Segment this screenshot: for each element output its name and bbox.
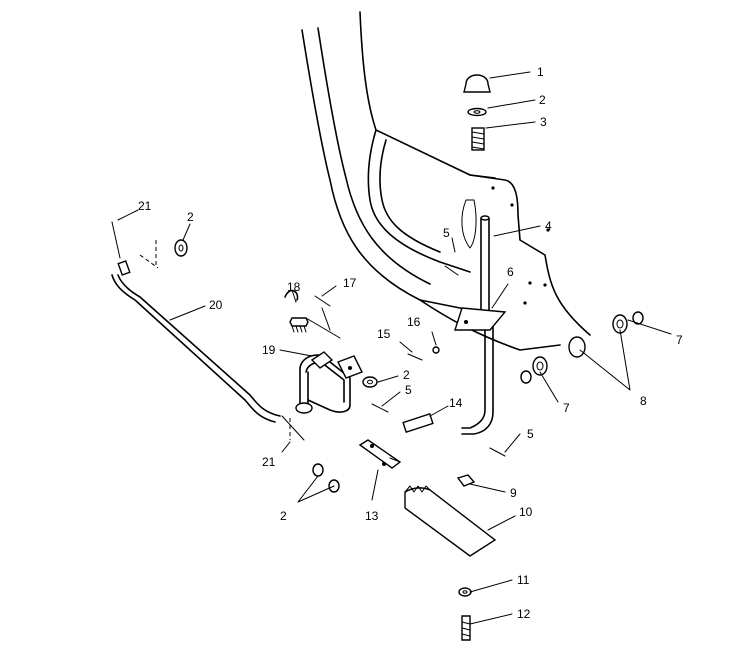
pedal-assembly <box>312 439 497 641</box>
callout-11: 11 <box>517 573 530 587</box>
callout-2: 2 <box>187 210 194 224</box>
callout-6: 6 <box>507 265 514 279</box>
callout-9: 9 <box>510 486 517 500</box>
callout-4: 4 <box>545 219 552 233</box>
callout-12: 12 <box>517 607 531 621</box>
callout-19: 19 <box>262 343 276 357</box>
frame-panel <box>301 11 591 351</box>
callout-17: 17 <box>343 276 357 290</box>
callout-20: 20 <box>209 298 223 312</box>
leader-lines <box>117 71 672 625</box>
callout-labels: 1 2 3 4 5 6 7 8 7 16 15 17 18 19 2 5 14 … <box>138 65 683 621</box>
callout-18: 18 <box>287 280 301 294</box>
bushing-assembly <box>520 311 644 384</box>
callout-7: 7 <box>676 333 683 347</box>
callout-2: 2 <box>280 509 287 523</box>
callout-2: 2 <box>403 368 410 382</box>
callout-5: 5 <box>443 226 450 240</box>
callout-5: 5 <box>527 427 534 441</box>
fasteners <box>314 265 506 457</box>
callout-5: 5 <box>405 383 412 397</box>
connecting-rod <box>111 221 305 441</box>
callout-13: 13 <box>365 509 379 523</box>
callout-21: 21 <box>262 455 276 469</box>
callout-21: 21 <box>138 199 152 213</box>
callout-8: 8 <box>640 394 647 408</box>
callout-7: 7 <box>563 401 570 415</box>
bellcrank-linkage <box>284 289 378 414</box>
callout-3: 3 <box>540 115 547 129</box>
callout-1: 1 <box>537 65 544 79</box>
callout-16: 16 <box>407 315 421 329</box>
callout-15: 15 <box>377 327 391 341</box>
callout-10: 10 <box>519 505 533 519</box>
callout-14: 14 <box>449 396 463 410</box>
callout-2: 2 <box>539 93 546 107</box>
shift-lever <box>454 74 507 435</box>
